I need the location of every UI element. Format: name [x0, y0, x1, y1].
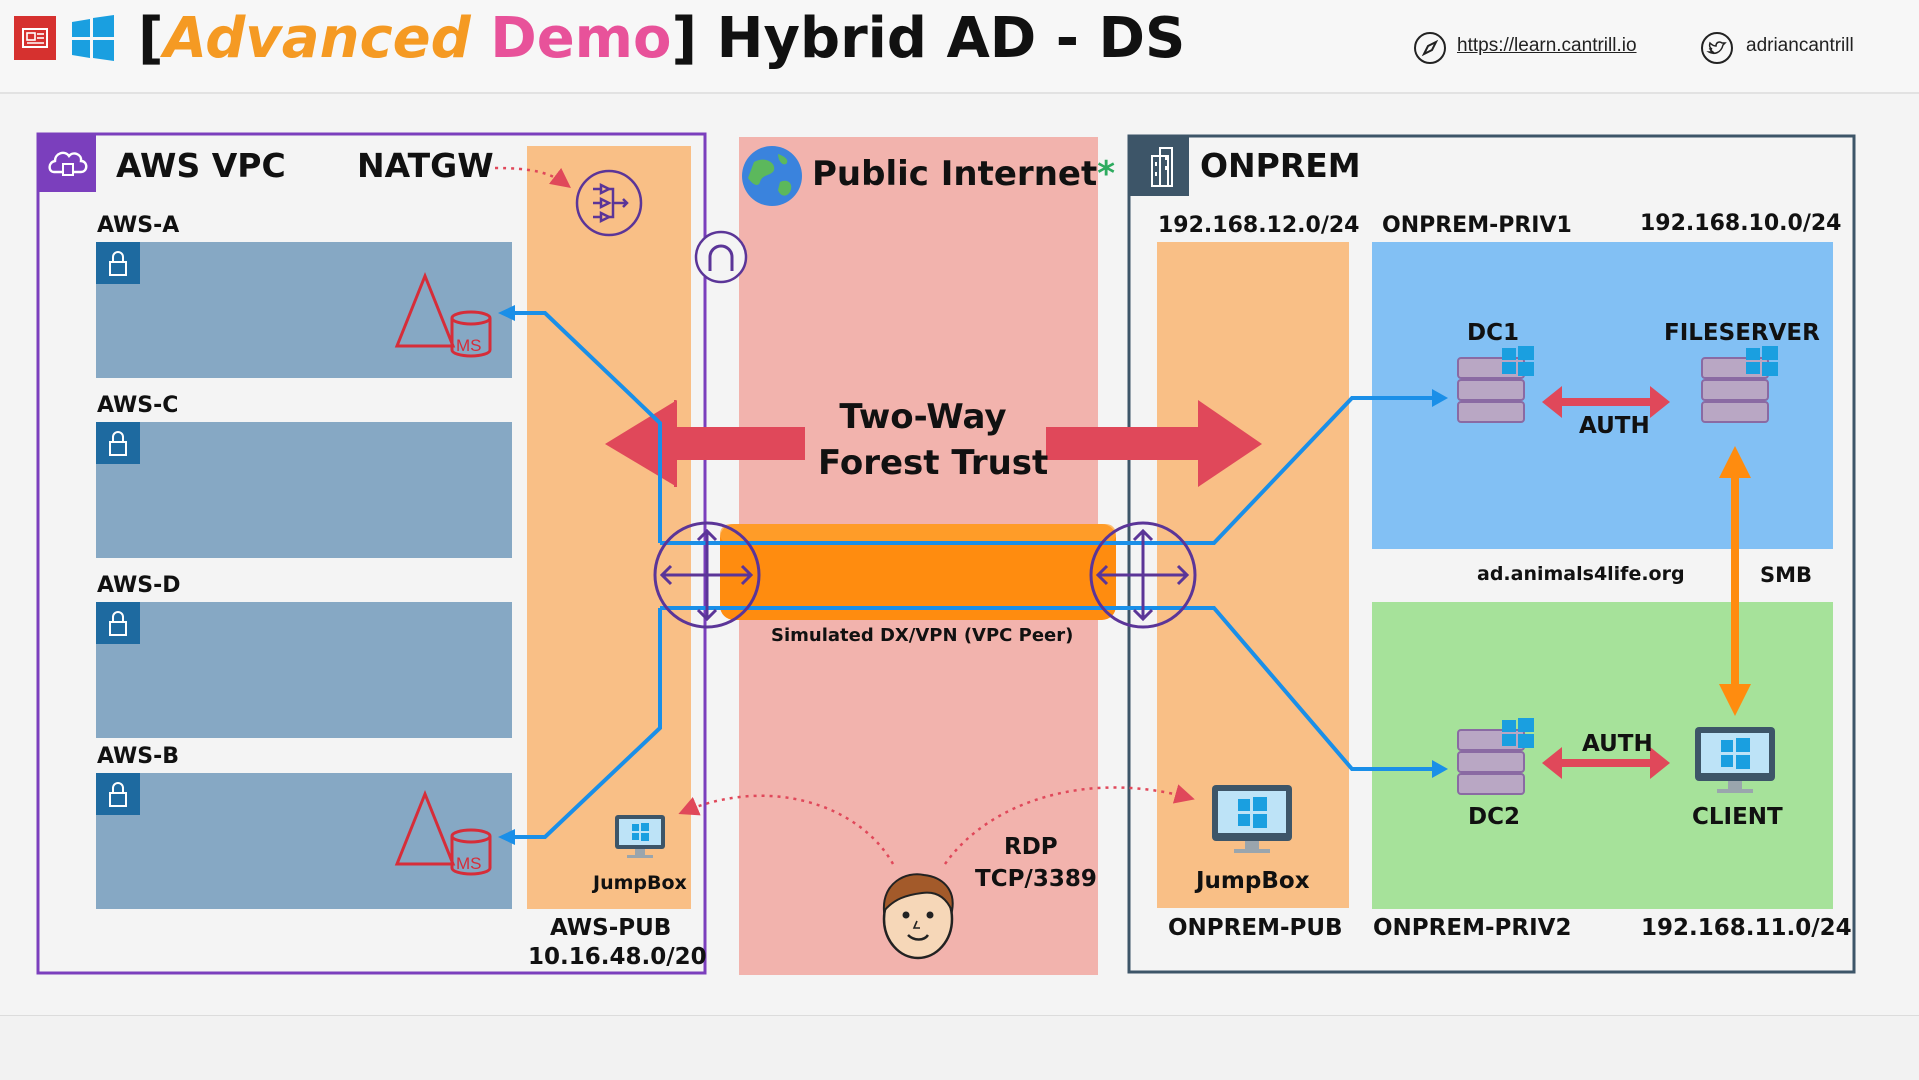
- subnet-aws-c-label: AWS-C: [97, 393, 179, 418]
- aws-logo-icon: [14, 16, 56, 60]
- title-word-advanced: Advanced: [163, 6, 471, 71]
- dc2-server-icon: [1457, 718, 1534, 795]
- aws-jumpbox-icon: [615, 815, 665, 858]
- onprem-title: ONPREM: [1200, 146, 1361, 185]
- dc1-label: DC1: [1467, 320, 1519, 346]
- public-internet-title: Public Internet*: [812, 154, 1115, 194]
- onprem-priv2-label: ONPREM-PRIV2: [1373, 915, 1572, 941]
- title-word-demo: Demo: [490, 6, 672, 71]
- peer-endpoint-right: [1089, 521, 1197, 629]
- auth-label-top: AUTH: [1579, 413, 1650, 439]
- auth-label-bottom: AUTH: [1582, 731, 1653, 757]
- dc1-server-icon: [1457, 346, 1534, 423]
- aws-vpc-title: AWS VPC: [116, 146, 286, 185]
- subnet-aws-b: [96, 773, 512, 909]
- aws-jumpbox-label: JumpBox: [593, 872, 687, 894]
- twitter-handle[interactable]: adriancantrill: [1746, 35, 1854, 56]
- forest-trust-label: Two-Way Forest Trust: [818, 397, 1049, 483]
- title-rest: Hybrid AD - DS: [716, 6, 1186, 71]
- onprem-jumpbox-label: JumpBox: [1196, 868, 1310, 894]
- natgw-label: NATGW: [357, 146, 494, 185]
- onprem-priv1-label: ONPREM-PRIV1: [1382, 213, 1572, 238]
- header-bar: [0, 0, 1919, 94]
- subnet-aws-d: [96, 602, 512, 738]
- domain-label: ad.animals4life.org: [1477, 563, 1685, 585]
- subnet-aws-c: [96, 422, 512, 558]
- building-icon: [1151, 147, 1173, 187]
- smb-label: SMB: [1760, 563, 1813, 587]
- trust-arrow-right-body: [1046, 427, 1198, 460]
- managed-directory-icon-a: [394, 271, 492, 358]
- onprem-pub-label: ONPREM-PUB: [1168, 915, 1343, 941]
- smb-arrow: [1719, 446, 1751, 716]
- course-link[interactable]: https://learn.cantrill.io: [1457, 35, 1637, 56]
- vpc-cloud-icon: [48, 151, 88, 176]
- fileserver-server-icon: [1701, 346, 1778, 423]
- auth-arrow-bottom: [1542, 747, 1670, 779]
- page-title: [Advanced Demo] Hybrid AD - DS: [138, 6, 1185, 71]
- onprem-pub-cidr: 192.168.12.0/24: [1158, 213, 1360, 238]
- footer-band: [0, 1015, 1919, 1080]
- managed-directory-icon-b: [394, 789, 492, 876]
- aws-pub-cidr: 10.16.48.0/20: [528, 944, 707, 970]
- dx-vpn-tube: [720, 524, 1116, 620]
- dc2-label: DC2: [1468, 804, 1520, 830]
- globe-icon: [742, 146, 802, 206]
- rdp-port-label: TCP/3389: [975, 866, 1097, 892]
- subnet-aws-d-label: AWS-D: [97, 573, 181, 598]
- subnet-aws-a: [96, 242, 512, 378]
- title-bracket-close: ]: [671, 6, 698, 71]
- client-label: CLIENT: [1692, 804, 1783, 830]
- windows-logo-icon: [72, 15, 114, 61]
- subnet-aws-a-label: AWS-A: [97, 213, 180, 238]
- ms-badge-b: MS: [456, 854, 482, 873]
- rdp-label: RDP: [1004, 834, 1058, 860]
- trust-arrow-right-head: [1198, 400, 1262, 487]
- compass-icon: [1414, 32, 1446, 64]
- client-workstation-icon: [1695, 727, 1775, 793]
- aws-pub-label: AWS-PUB: [550, 915, 672, 941]
- onprem-priv2-cidr: 192.168.11.0/24: [1641, 915, 1852, 941]
- user-avatar-icon: [882, 873, 954, 960]
- nat-gateway-icon: [575, 169, 643, 237]
- onprem-jumpbox-icon: [1212, 785, 1292, 853]
- auth-arrow-top: [1542, 386, 1670, 418]
- internet-gateway-icon: [694, 230, 748, 284]
- peer-endpoint-left: [653, 521, 761, 629]
- title-bracket-open: [: [138, 6, 164, 71]
- twitter-icon: [1701, 32, 1733, 64]
- fileserver-label: FILESERVER: [1664, 320, 1820, 346]
- dx-vpn-label: Simulated DX/VPN (VPC Peer): [771, 625, 1074, 646]
- subnet-aws-b-label: AWS-B: [97, 744, 180, 769]
- subnet-aws-pub: [527, 146, 691, 909]
- onprem-priv1-cidr: 192.168.10.0/24: [1640, 211, 1842, 236]
- ms-badge-a: MS: [456, 336, 482, 355]
